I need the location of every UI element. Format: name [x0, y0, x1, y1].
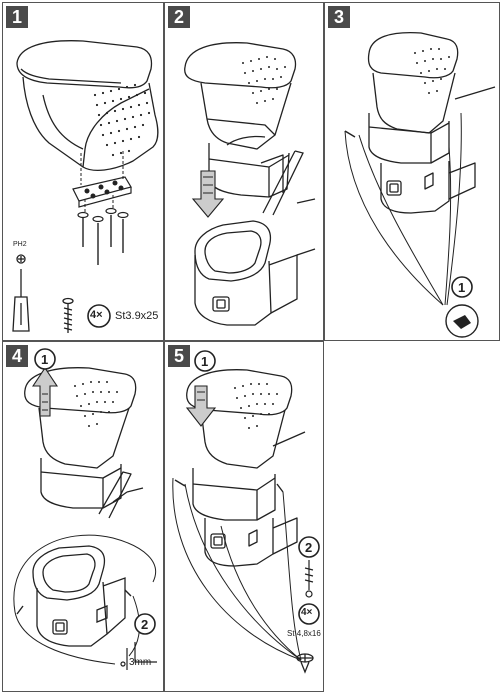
step-number: 4 [6, 345, 28, 367]
dimension-label: 3mm [129, 657, 152, 668]
armrest-lock-illustration [344, 31, 496, 338]
step-badge-1: 1 [458, 280, 466, 295]
screwdriver-label: PH2 [13, 241, 27, 248]
panel-step-4: 4 [2, 341, 164, 692]
step-badge-2: 2 [141, 617, 149, 632]
step-badge-2: 2 [305, 540, 313, 555]
panel-step-5: 5 [164, 341, 324, 692]
step-number: 1 [6, 6, 28, 28]
armrest-exploded-illustration [12, 40, 159, 333]
panel-step-2: 2 [164, 2, 324, 341]
lock-icon [445, 304, 479, 338]
armrest-fasten-illustration [172, 350, 320, 674]
armrest-lowering-illustration [184, 42, 316, 326]
step-number: 2 [168, 6, 190, 28]
quantity-badge-text: 4× [90, 309, 103, 321]
up-arrow [31, 367, 59, 417]
panel-step-3: 3 [324, 2, 500, 341]
down-arrow [191, 170, 225, 218]
screw-spec: St 4,8x16 [287, 629, 321, 638]
step-badge-1: 1 [41, 352, 49, 367]
quantity-badge-text: 4× [301, 607, 313, 618]
armrest-raise-illustration [13, 348, 157, 670]
screw-icon [304, 560, 314, 598]
down-arrow [185, 385, 217, 427]
empty-area [324, 341, 500, 692]
step-number: 5 [168, 345, 190, 367]
screw-spec: St3.9x25 [115, 310, 159, 322]
step-number: 3 [328, 6, 350, 28]
screw-head-icon [296, 653, 314, 674]
step-badge-1: 1 [201, 354, 209, 369]
panel-step-1: 1 [2, 2, 164, 341]
gap-detail [120, 642, 157, 670]
